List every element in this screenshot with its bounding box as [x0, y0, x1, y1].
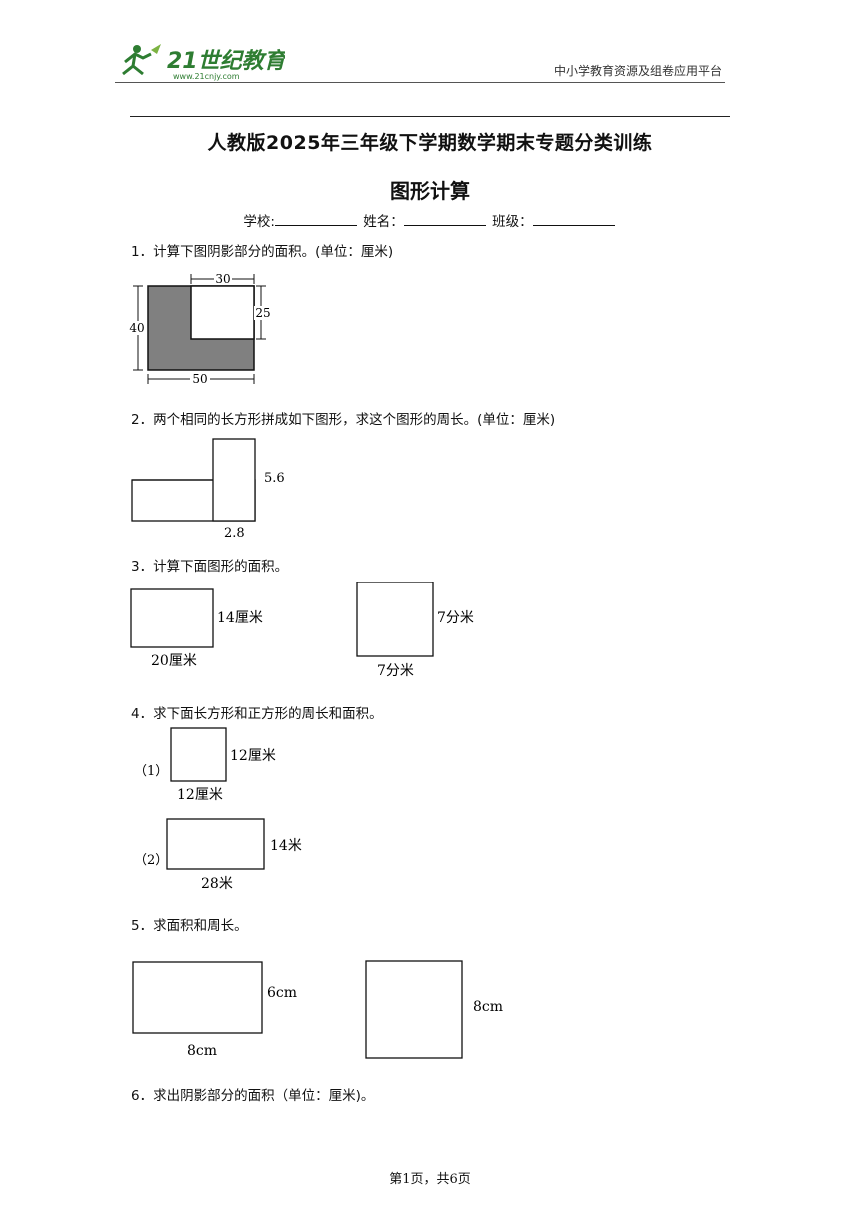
- vertical-rect: [212, 438, 256, 522]
- question-number: 2．: [131, 412, 154, 428]
- page-subtitle: 图形计算: [390, 179, 470, 203]
- name-label: 姓名：: [363, 214, 404, 230]
- question-text: 计算下图阴影部分的面积。(单位：厘米): [153, 244, 394, 260]
- dim-top-label: 30: [215, 272, 230, 286]
- student-info-line: 学校: 姓名： 班级：: [0, 210, 860, 230]
- rect-height-label: 14厘米: [217, 610, 263, 626]
- question-text: 计算下面图形的面积。: [153, 559, 289, 575]
- height-label: 5.6: [264, 471, 285, 486]
- question-number: 4．: [131, 706, 154, 722]
- figure-5: 6cm 8cm 8cm: [132, 960, 503, 1059]
- question-2: 2．两个相同的长方形拼成如下图形，求这个图形的周长。(单位：厘米): [131, 408, 555, 428]
- question-text: 求出阴影部分的面积（单位：厘米)。: [153, 1088, 375, 1104]
- square: [365, 960, 463, 1059]
- page-title: 人教版2025年三年级下学期数学期末专题分类训练: [207, 132, 653, 154]
- figure-1: 30 25 40 50: [128, 272, 272, 386]
- rectangle: [166, 818, 265, 870]
- class-label: 班级：: [492, 214, 533, 230]
- name-blank[interactable]: [403, 211, 486, 226]
- question-number: 1．: [131, 244, 154, 260]
- rectangle: [132, 961, 263, 1034]
- square: [356, 582, 434, 657]
- question-number: 6．: [131, 1088, 154, 1104]
- dim-left-label: 40: [129, 321, 144, 335]
- school-blank[interactable]: [274, 211, 357, 226]
- rect-width-label: 28米: [201, 876, 233, 892]
- question-text: 求面积和周长。: [153, 918, 248, 934]
- logo-text: 21世纪教育: [167, 48, 285, 74]
- question-6: 6．求出阴影部分的面积（单位：厘米)。: [131, 1084, 374, 1104]
- square-width-label: 7分米: [377, 663, 414, 679]
- question-1: 1．计算下图阴影部分的面积。(单位：厘米): [131, 240, 393, 260]
- figure-2: 5.6 2.8: [131, 438, 285, 541]
- rect-width-label: 20厘米: [151, 653, 197, 669]
- dim-bottom-label: 50: [192, 372, 207, 386]
- platform-name: 中小学教育资源及组卷应用平台: [553, 64, 722, 78]
- question-number: 5．: [131, 918, 154, 934]
- page-footer: 第1页，共6页: [389, 1172, 471, 1187]
- rectangle: [130, 588, 214, 648]
- question-number: 3．: [131, 559, 154, 575]
- logo-url: www.21cnjy.com: [173, 72, 240, 81]
- rect-width-label: 8cm: [187, 1043, 217, 1059]
- figure-4: （1） 12厘米 12厘米 （2） 14米 28米: [134, 727, 302, 892]
- part-1-label: （1）: [134, 764, 168, 779]
- square-height-label: 12厘米: [230, 748, 276, 764]
- width-label: 2.8: [224, 526, 245, 541]
- question-text: 两个相同的长方形拼成如下图形，求这个图形的周长。(单位：厘米): [153, 412, 556, 428]
- question-4: 4．求下面长方形和正方形的周长和面积。: [131, 702, 383, 722]
- header-divider: [115, 82, 725, 83]
- square: [170, 727, 227, 782]
- site-logo: 21世纪教育 www.21cnjy.com: [122, 44, 285, 81]
- runner-icon: [122, 44, 161, 76]
- title-divider: [130, 116, 730, 117]
- part-2-label: （2）: [134, 853, 168, 868]
- dim-right-label: 25: [255, 306, 270, 320]
- question-3: 3．计算下面图形的面积。: [131, 555, 288, 575]
- square-height-label: 7分米: [437, 610, 474, 626]
- rect-height-label: 14米: [270, 838, 302, 854]
- class-blank[interactable]: [532, 211, 615, 226]
- question-text: 求下面长方形和正方形的周长和面积。: [153, 706, 383, 722]
- square-width-label: 12厘米: [177, 787, 223, 803]
- figure-3: 14厘米 20厘米 7分米 7分米: [130, 582, 474, 679]
- square-side-label: 8cm: [473, 999, 503, 1015]
- school-label: 学校:: [243, 214, 275, 230]
- rect-height-label: 6cm: [267, 985, 297, 1001]
- question-5: 5．求面积和周长。: [131, 914, 248, 934]
- cutout-rect: [190, 285, 255, 340]
